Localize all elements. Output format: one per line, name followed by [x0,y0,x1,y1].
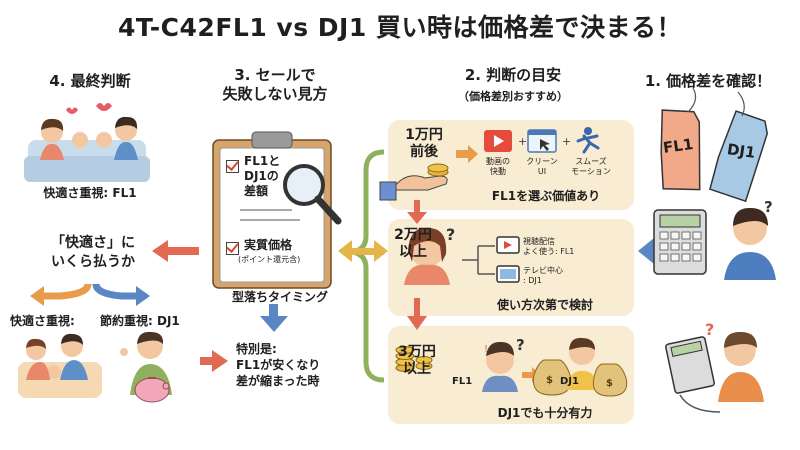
right-choice-label: 節約重視: DJ1 [100,314,180,328]
svg-text:+: + [562,135,571,148]
tier-down-arrow-2 [407,298,427,330]
tier1-label: 1万円 前後 [405,127,443,160]
svg-text:?: ? [705,320,714,339]
tier-down-arrow-1 [407,200,427,224]
svg-text:$: $ [606,378,613,389]
svg-text:!: ! [484,344,488,355]
blue-down-arrow [260,304,288,332]
money-bag-illustration: $ [532,359,572,396]
check1-text: FL1と DJ1の 差額 [244,154,281,198]
left-choice-label: 快適さ重視: [10,314,75,328]
magnifier-icon [283,164,342,225]
tier3-conclusion: DJ1でも十分有力 [497,406,593,420]
tier1-arrow [456,145,478,163]
money-bag-2-illustration: $ [592,363,628,397]
tier3-tag-dj1: DJ1 [560,376,579,387]
tier3-label: 3万円 以上 [398,344,436,377]
split-arrows [30,283,150,306]
running-icon [576,127,600,154]
tier1-panel [388,120,634,210]
svg-text:$: $ [546,375,553,386]
family-sofa-illustration [24,103,150,182]
svg-text:?: ? [516,336,525,354]
page-title: 4T-C42FL1 vs DJ1 買い時は価格差で決まる！ [118,13,682,42]
play-icon [484,130,512,152]
tv-icon [496,265,520,283]
tier1-icon-label-3: スムーズ モーション [571,157,611,176]
hand-coins-illustration [379,163,449,201]
tier1-conclusion: FL1を選ぶ価値あり [491,189,601,203]
piggy-bank-icon [134,377,170,403]
thinking-woman-illustration: ? [404,225,455,285]
calculator-illustration [653,209,707,275]
streaming-tv-icon [496,236,520,254]
step1-heading: 1. 価格差を確認！ [644,72,772,90]
man-calculating-illustration: ? [665,320,764,413]
checkbox-icon [226,242,239,255]
tier2-use-2: テレビ中心 : DJ1 [523,266,563,285]
step4-heading: 4. 最終判断 [49,72,131,90]
coin-stack-illustration [395,346,433,372]
red-right-arrow [200,350,228,372]
step2-subheading: （価格差別おすすめ） [458,90,568,103]
timing-label: 型落ちタイミング [231,290,328,304]
happy-man-illustration [566,337,599,390]
check-item-2 [226,238,239,257]
svg-text:?: ? [764,198,773,216]
tier2-use-1: 視聴配信 よく使う: FL1 [523,237,575,256]
relaxing-family-illustration [18,333,102,398]
check-item-1 [226,156,239,175]
check2-note: (ポイント還元含) [238,255,301,264]
yellow-double-arrow [338,240,388,262]
tier1-icon-label-2: クリーン UI [526,157,558,176]
tier1-icon-label-1: 動画の 快動 [486,157,510,176]
comfort-label: 快適さ重視: FL1 [43,186,137,200]
red-left-arrow [152,240,199,262]
man-thinking-right-illustration: ? [724,198,776,280]
svg-text:+: + [518,135,527,148]
special-note: 特別是: FL1が安くなり 差が縮まった時 [236,342,321,388]
tier2-conclusion: 使い方次第で検討 [496,298,593,312]
checkbox-icon [226,160,239,173]
tier2-label: 2万円 以上 [394,227,432,260]
tier3-tag-fl1: FL1 [452,376,473,387]
thinking-man-illustration: ? ! [482,336,525,392]
check2-text: 実質価格 [244,238,293,252]
step2-heading: 2. 判断の目安 [464,66,562,84]
svg-text:?: ? [446,225,455,244]
tier2-bracket [462,245,495,275]
decision-question: 「快適さ」に いくら払うか [51,235,135,270]
step3-heading: 3. セールで 失敗しない見方 [222,66,328,103]
window-icon [527,129,557,153]
price-tags-illustration [660,87,769,203]
price-tag-dj1: DJ1 [725,140,757,162]
